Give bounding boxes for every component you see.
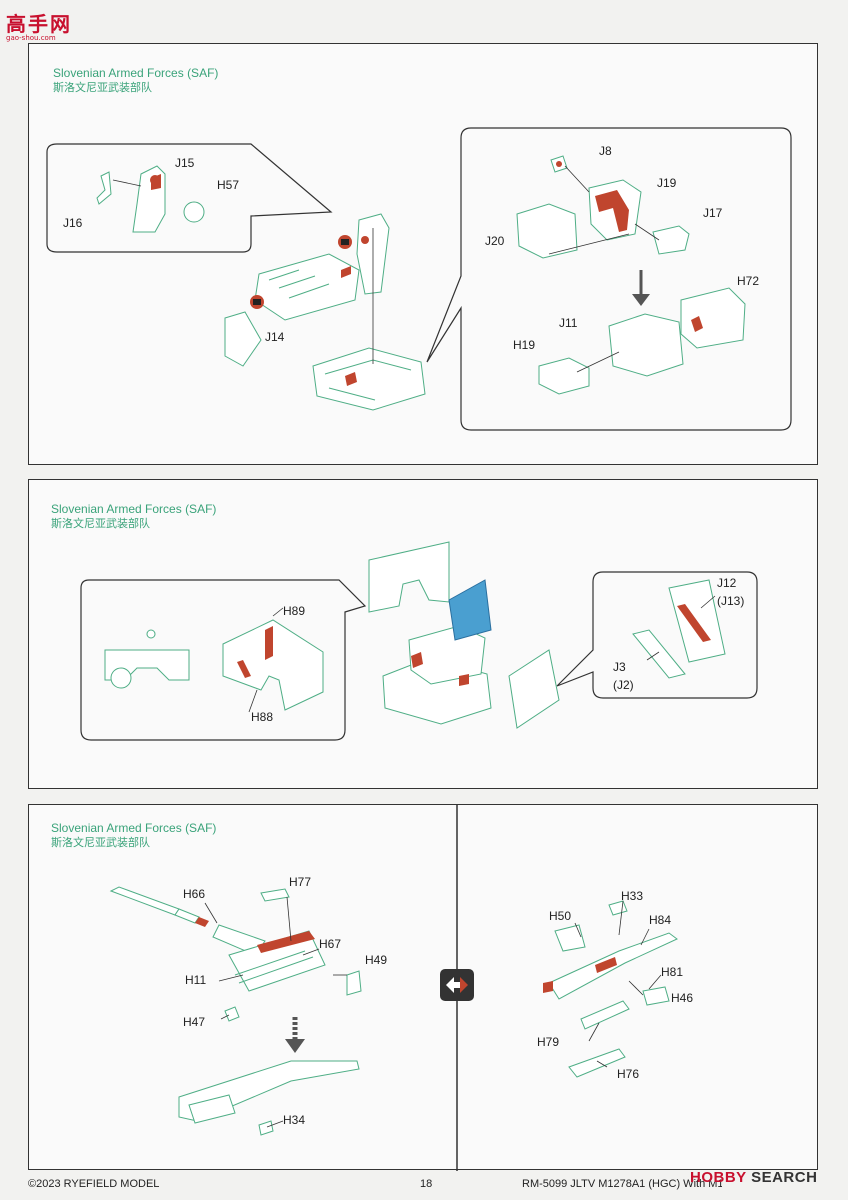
instruction-panel-3: Slovenian Armed Forces (SAF) 斯洛文尼亚武装部队 H…	[28, 804, 818, 1171]
watermark-search: SEARCH	[751, 1169, 818, 1186]
panel-2-drawing	[80, 541, 758, 741]
label-h77: H77	[289, 875, 312, 889]
instruction-panel-1: Slovenian Armed Forces (SAF) 斯洛文尼亚武装部队 J…	[28, 43, 818, 465]
section-3-title: Slovenian Armed Forces (SAF)	[51, 821, 217, 835]
section-1-subtitle: 斯洛文尼亚武装部队	[53, 81, 152, 94]
footer-page-number: 18	[420, 1178, 433, 1190]
label-h49: H49	[365, 953, 388, 967]
label-h79: H79	[537, 1035, 560, 1049]
label-h33: H33	[621, 889, 644, 903]
label-h50: H50	[549, 909, 572, 923]
label-j19: J19	[657, 176, 677, 190]
footer-product: RM-5099 JLTV M1278A1 (HGC) With M153 CRO…	[522, 1178, 722, 1190]
label-h72: H72	[737, 274, 760, 288]
label-h88: H88	[251, 710, 274, 724]
label-h67: H67	[319, 937, 342, 951]
label-j2: (J2)	[613, 678, 634, 692]
label-h89: H89	[283, 604, 306, 618]
label-j20: J20	[485, 234, 505, 248]
label-h34: H34	[283, 1113, 306, 1127]
section-1-title: Slovenian Armed Forces (SAF)	[53, 66, 219, 80]
label-j13: (J13)	[717, 594, 745, 608]
instruction-panel-2: Slovenian Armed Forces (SAF) 斯洛文尼亚武装部队 H…	[28, 479, 818, 789]
label-j12: J12	[717, 576, 737, 590]
watermark-hobby: HOBBY	[690, 1169, 747, 1186]
site-logo[interactable]: 高手网 gao-shou.com	[6, 8, 72, 42]
section-3-subtitle: 斯洛文尼亚武装部队	[51, 836, 150, 849]
label-j16: J16	[63, 216, 83, 230]
label-j3: J3	[613, 660, 626, 674]
panel-1-drawing	[46, 127, 792, 431]
label-j8: J8	[599, 144, 612, 158]
label-h66: H66	[183, 887, 206, 901]
footer-copyright: ©2023 RYEFIELD MODEL	[28, 1178, 160, 1190]
section-2-title: Slovenian Armed Forces (SAF)	[51, 502, 217, 516]
label-j11: J11	[559, 316, 578, 330]
label-h76: H76	[617, 1067, 640, 1081]
label-h46: H46	[671, 991, 694, 1005]
label-h19: H19	[513, 338, 536, 352]
section-2-subtitle: 斯洛文尼亚武装部队	[51, 517, 150, 530]
label-j14: J14	[265, 330, 285, 344]
label-h47: H47	[183, 1015, 206, 1029]
label-h84: H84	[649, 913, 672, 927]
label-j17: J17	[703, 206, 723, 220]
label-h57: H57	[217, 178, 240, 192]
label-j15: J15	[175, 156, 195, 170]
watermark-logo: HOBBY SEARCH	[690, 1169, 817, 1186]
label-h11: H11	[185, 973, 207, 987]
site-logo-text: 高手网	[6, 12, 72, 36]
site-logo-url: gao-shou.com	[6, 34, 56, 42]
label-h81: H81	[661, 965, 684, 979]
panel-3-drawing	[109, 805, 678, 1171]
